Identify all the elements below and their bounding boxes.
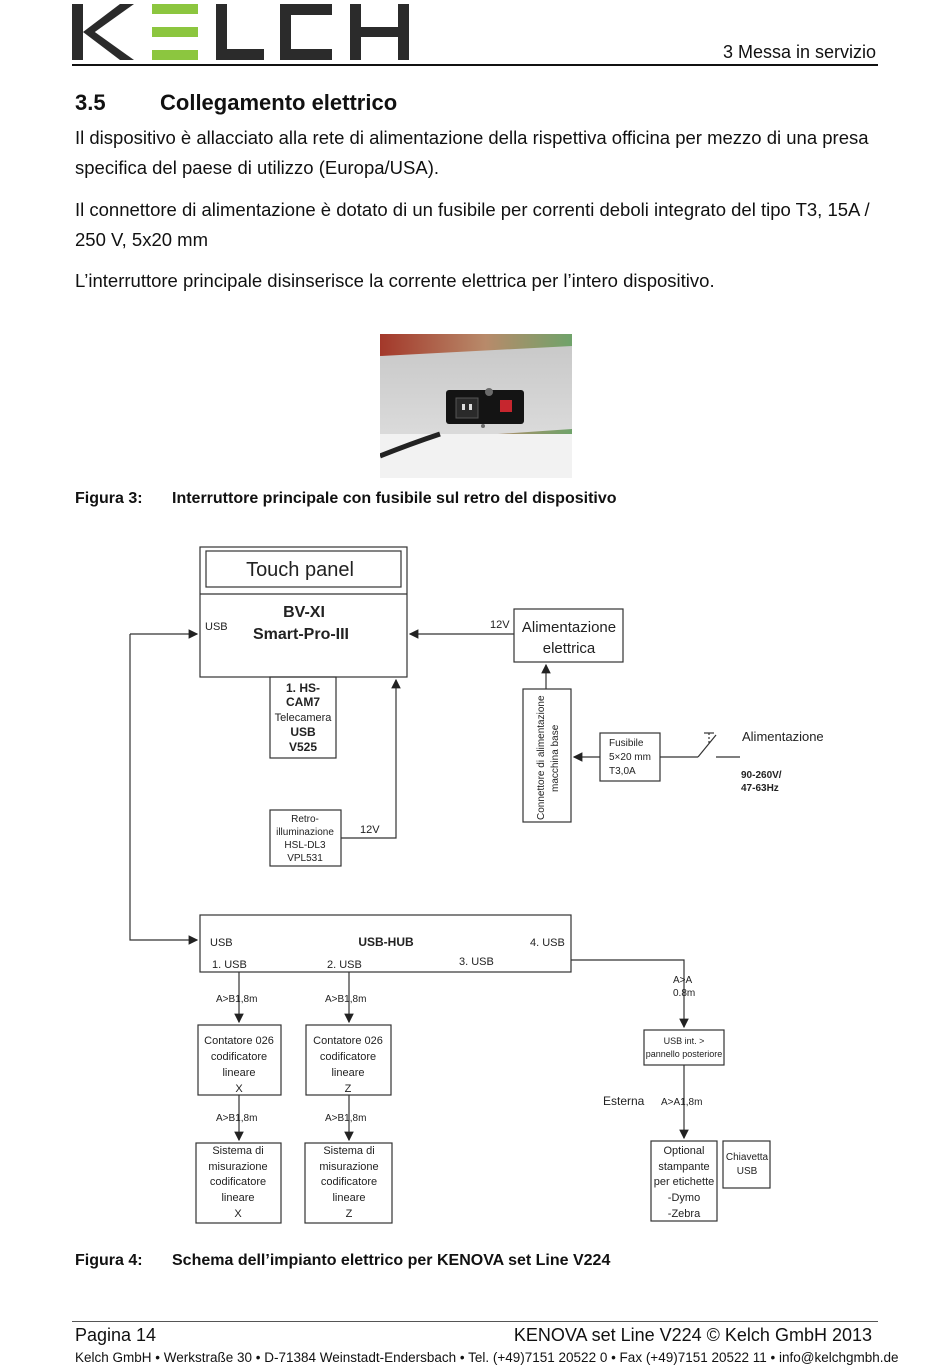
chapter-title: 3 Messa in servizio — [722, 42, 876, 62]
main-switch-photo — [379, 334, 572, 478]
hub-port1-label: 1. USB — [212, 959, 247, 971]
psu-12v-label: 12V — [490, 619, 510, 631]
figure3-label: Figura 3: — [75, 490, 143, 507]
cam-line-4: USB — [290, 725, 316, 739]
backlight-12v-label: 12V — [360, 824, 380, 836]
camera-box — [269, 676, 337, 759]
cable-aa-2: 0.8m — [673, 988, 695, 999]
backlight-line-3: HSL-DL3 — [284, 840, 326, 851]
cam-line-1: 1. HS- — [286, 681, 320, 695]
connector-label-1: Connettore di alimentazione — [536, 695, 547, 820]
printer-2: stampante — [658, 1161, 709, 1173]
figure3-caption: Interruttore principale con fusibile sul… — [172, 490, 617, 507]
page-number: Pagina 14 — [75, 1325, 157, 1345]
logo-graphic — [72, 4, 409, 60]
usb-int-1: USB int. > — [664, 1036, 705, 1046]
counter-x-2: codificatore — [211, 1051, 267, 1063]
mains-spec-2: 47-63Hz — [741, 783, 779, 794]
cable-ab-1: A>B1,8m — [216, 994, 257, 1005]
cam-line-5: V525 — [289, 740, 317, 754]
meas-x-3: codificatore — [210, 1176, 266, 1188]
section-number: 3.5 — [75, 90, 106, 115]
counter-z-4: Z — [345, 1083, 352, 1095]
smartpro-label: Smart-Pro-III — [253, 626, 349, 643]
backlight-line-2: illuminazione — [276, 827, 334, 838]
counter-x-1: Contatore 026 — [204, 1035, 274, 1047]
psu-box — [513, 608, 624, 663]
meas-z-4: lineare — [332, 1192, 365, 1204]
meas-x-1: Sistema di — [212, 1145, 263, 1157]
printer-5: -Zebra — [668, 1208, 701, 1220]
figure4-caption: Schema dell’impianto elettrico per KENOV… — [172, 1252, 611, 1269]
hub-title: USB-HUB — [358, 935, 414, 949]
hub-port3-label: 3. USB — [459, 956, 494, 968]
paragraph-1: Il dispositivo è allacciato alla rete di… — [75, 127, 869, 178]
counter-z-3: lineare — [331, 1067, 364, 1079]
meas-x-box — [195, 1142, 282, 1224]
usb-key-2: USB — [737, 1166, 758, 1177]
meas-z-box — [304, 1142, 393, 1224]
meas-z-1: Sistema di — [323, 1145, 374, 1157]
cable-aa2-label: A>A1,8m — [661, 1097, 702, 1108]
cam-line-2: CAM7 — [286, 695, 320, 709]
bvxi-label: BV-XI — [283, 604, 325, 621]
printer-3: per etichette — [654, 1176, 715, 1188]
cam-line-3: Telecamera — [275, 712, 333, 724]
counter-x-4: X — [235, 1083, 243, 1095]
printer-box — [650, 1140, 718, 1222]
counter-x-3: lineare — [222, 1067, 255, 1079]
usb-hub-box — [199, 914, 572, 973]
cable-aa-1: A>A — [673, 975, 693, 986]
footer-rule — [72, 1321, 878, 1322]
counter-z-2: codificatore — [320, 1051, 376, 1063]
usb-key-1: Chiavetta — [726, 1152, 769, 1163]
backlight-line-4: VPL531 — [287, 853, 323, 864]
psu-label-2: elettrica — [543, 640, 596, 657]
fuse-line-3: T3,0A — [609, 766, 636, 777]
paragraph-2: Il connettore di alimentazione è dotato … — [75, 199, 870, 250]
fuse-line-2: 5×20 mm — [609, 752, 651, 763]
figure4-label: Figura 4: — [75, 1252, 143, 1269]
touch-panel-label: Touch panel — [246, 559, 354, 581]
kelch-logo — [72, 2, 412, 62]
meas-z-2: misurazione — [319, 1161, 378, 1173]
section-title: Collegamento elettrico — [160, 90, 398, 115]
connector-box — [522, 688, 572, 823]
header-rule — [72, 64, 878, 66]
mains-label: Alimentazione — [742, 729, 824, 744]
bvxi-usb-label: USB — [205, 621, 228, 633]
meas-x-2: misurazione — [208, 1161, 267, 1173]
wiring-diagram: Touch panel BV-XI Smart-Pro-III USB 12V … — [120, 538, 840, 1228]
hub-port4-label: 4. USB — [530, 937, 565, 949]
paragraph-3: L’interruttore principale disinserisce l… — [75, 270, 715, 291]
touch-panel-box — [205, 550, 402, 588]
external-label: Esterna — [603, 1094, 645, 1108]
footer-address: Kelch GmbH • Werkstraße 30 • D-71384 Wei… — [75, 1350, 899, 1365]
meas-z-5: Z — [346, 1208, 353, 1220]
psu-label-1: Alimentazione — [522, 619, 616, 636]
printer-1: Optional — [664, 1145, 705, 1157]
hub-port2-label: 2. USB — [327, 959, 362, 971]
counter-z-1: Contatore 026 — [313, 1035, 383, 1047]
document-id: KENOVA set Line V224 © Kelch GmbH 2013 — [513, 1325, 872, 1345]
backlight-line-1: Retro- — [291, 814, 319, 825]
printer-4: -Dymo — [668, 1192, 700, 1204]
cable-ab-4: A>B1,8m — [325, 1113, 366, 1124]
connector-label-2: macchina base — [550, 724, 561, 792]
mains-spec-1: 90-260V/ — [741, 770, 782, 781]
fuse-line-1: Fusibile — [609, 738, 644, 749]
hub-usb-label: USB — [210, 937, 233, 949]
usb-int-2: pannello posteriore — [646, 1049, 723, 1059]
cable-ab-3: A>B1,8m — [216, 1113, 257, 1124]
meas-z-3: codificatore — [321, 1176, 377, 1188]
meas-x-5: X — [234, 1208, 242, 1220]
cable-ab-2: A>B1,8m — [325, 994, 366, 1005]
usb-key-box — [722, 1140, 771, 1189]
meas-x-4: lineare — [221, 1192, 254, 1204]
